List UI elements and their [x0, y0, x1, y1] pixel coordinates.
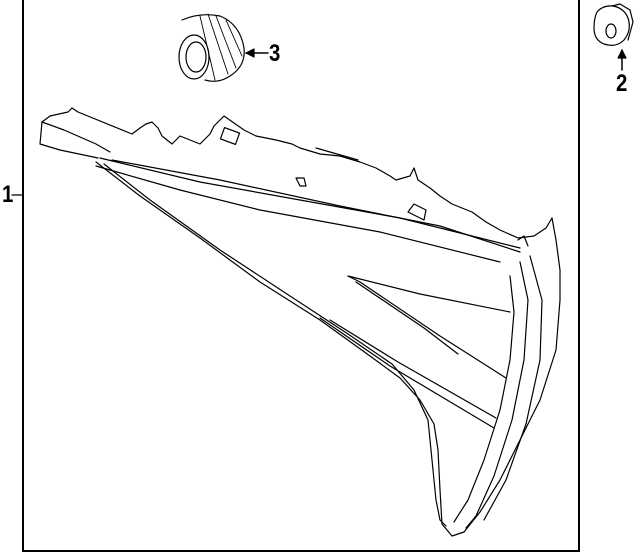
diagram-frame [22, 0, 580, 552]
lamp-assembly-illustration [39, 107, 561, 537]
nut-illustration [593, 3, 634, 46]
callout-2-leader [617, 49, 627, 71]
callout-2-label: 2 [616, 70, 628, 97]
callout-3-leader [245, 48, 269, 58]
bulb-socket-illustration [178, 13, 245, 82]
callout-1-label: 1 [2, 181, 14, 208]
callout-3-label: 3 [269, 40, 281, 67]
